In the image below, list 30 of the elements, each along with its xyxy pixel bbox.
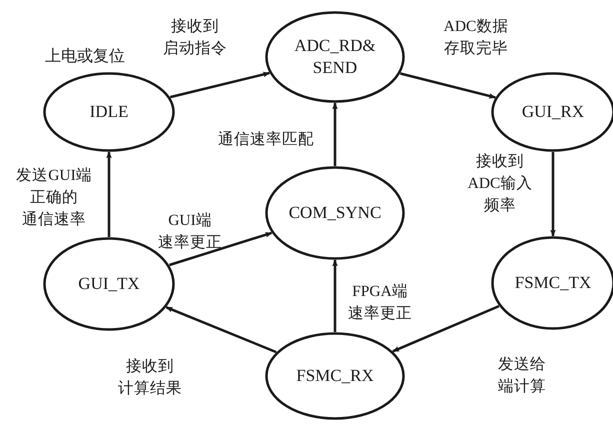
state-name: GUI_TX xyxy=(77,273,141,295)
state-ellipse xyxy=(43,72,175,152)
state-name: GUI_RX xyxy=(520,101,586,123)
state-ellipse xyxy=(265,11,405,103)
edge-label: 接收到启动指令 xyxy=(163,17,227,59)
transition-arrow xyxy=(550,152,556,237)
transition-arrow xyxy=(392,304,500,352)
transition-arrow xyxy=(169,232,272,266)
state-name: FSMC_TX xyxy=(514,272,592,294)
state-ellipse xyxy=(265,166,405,260)
edge-label: GUI端速率更正 xyxy=(158,211,222,253)
edge-label: FPGA端速率更正 xyxy=(348,282,412,324)
edge-label: ADC数据存取完毕 xyxy=(444,17,508,59)
state-name: FSMC_RX xyxy=(295,365,375,387)
state-name: COM_SYNC xyxy=(288,202,382,224)
transition-arrow xyxy=(170,72,270,98)
transition-arrow xyxy=(400,72,496,99)
transition-arrow xyxy=(106,151,112,237)
state-ellipse xyxy=(265,332,405,420)
transition-arrow xyxy=(332,259,338,332)
transition-arrow xyxy=(332,102,338,166)
edge-label: 通信速率匹配 xyxy=(218,130,314,150)
edge-label: 接收到ADC输入频率 xyxy=(468,152,532,216)
state-name: ADC_RD& SEND xyxy=(293,35,377,79)
edge-label: 接收到计算结果 xyxy=(118,357,182,399)
state-note: 上电或复位 xyxy=(45,46,125,67)
edge-label: 发送GUI端正确的通信速率 xyxy=(16,166,92,230)
edge-label: 发送给端计算 xyxy=(498,355,546,397)
transition-arrow xyxy=(166,306,277,354)
state-name: IDLE xyxy=(88,101,130,123)
